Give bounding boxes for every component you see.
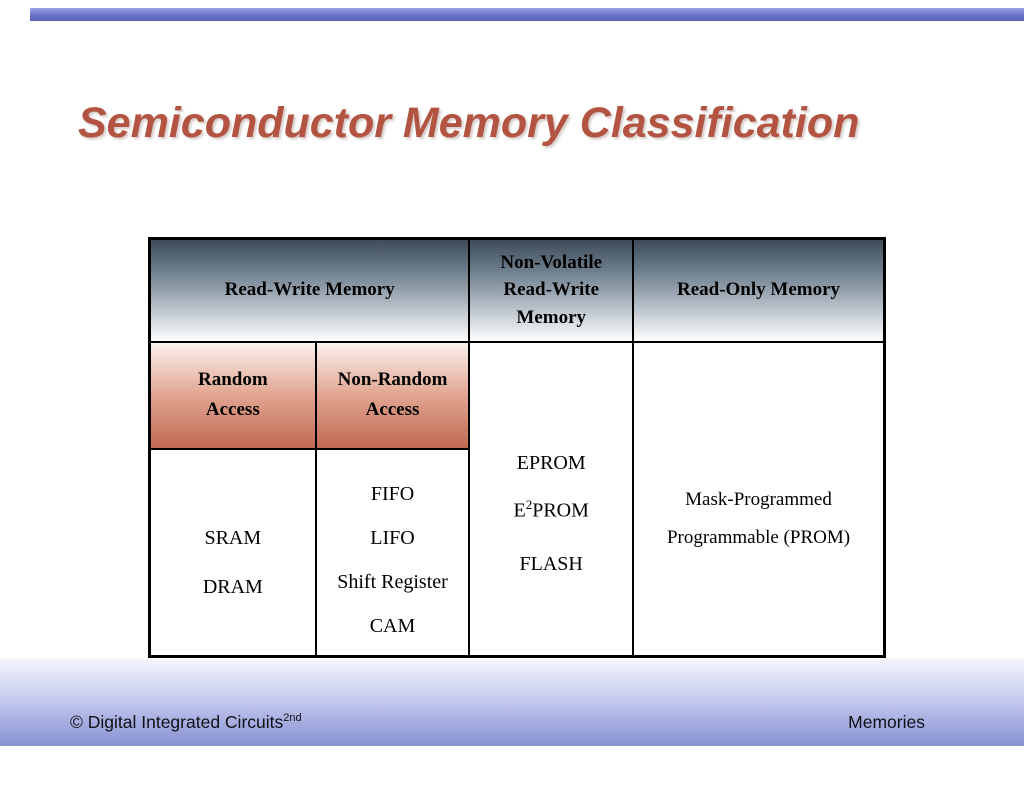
header-non-volatile-memory: Non-Volatile Read-Write Memory — [470, 240, 635, 343]
subheader-random-access-label: Random Access — [197, 368, 268, 421]
memory-item-shift-register: Shift Register — [337, 570, 448, 593]
cell-random-access-items: SRAM DRAM — [151, 449, 317, 655]
memory-item-flash: FLASH — [519, 552, 583, 575]
memory-item-fifo: FIFO — [370, 482, 415, 505]
cell-non-random-access-items: FIFO LIFO Shift Register CAM — [316, 449, 471, 655]
memory-item-dram: DRAM — [202, 576, 263, 599]
e2prom-rest: PROM — [532, 499, 589, 522]
header-read-only-label: Read-Only Memory — [676, 279, 841, 301]
subheader-non-random-access: Non-Random Access — [316, 342, 471, 450]
memory-item-mask-programmed: Mask-Programmed — [685, 488, 832, 510]
header-read-only-memory: Read-Only Memory — [634, 240, 883, 343]
header-non-volatile-label: Non-Volatile Read-Write Memory — [500, 251, 603, 329]
memory-item-lifo: LIFO — [370, 526, 415, 549]
footer-credit-superscript: 2nd — [283, 712, 302, 725]
footer-credit: © Digital Integrated Circuits2nd — [70, 712, 302, 733]
e2prom-superscript: 2 — [525, 496, 533, 512]
cell-read-only-items: Mask-Programmed Programmable (PROM) — [634, 342, 883, 655]
cell-non-volatile-items: EPROM E2PROM FLASH — [470, 342, 635, 655]
memory-item-programmable-prom: Programmable (PROM) — [666, 526, 851, 548]
memory-classification-table: Read-Write Memory Non-Volatile Read-Writ… — [148, 237, 886, 658]
footer-band: © Digital Integrated Circuits2nd Memorie… — [0, 659, 1024, 746]
footer-credit-text: © Digital Integrated Circuits — [70, 712, 284, 732]
subheader-random-access: Random Access — [151, 342, 317, 450]
header-read-write-label: Read-Write Memory — [224, 279, 395, 301]
e2prom-base: E — [513, 499, 526, 522]
memory-item-eprom: EPROM — [516, 451, 586, 474]
top-accent-bar — [30, 8, 1024, 21]
memory-item-cam: CAM — [369, 614, 416, 637]
footer-section-label: Memories — [848, 712, 925, 732]
memory-item-e2prom: E2PROM — [513, 497, 588, 523]
header-read-write-memory: Read-Write Memory — [151, 240, 471, 343]
page-title: Semiconductor Memory Classification — [78, 99, 860, 147]
subheader-non-random-access-label: Non-Random Access — [337, 368, 448, 421]
memory-item-sram: SRAM — [204, 527, 262, 550]
